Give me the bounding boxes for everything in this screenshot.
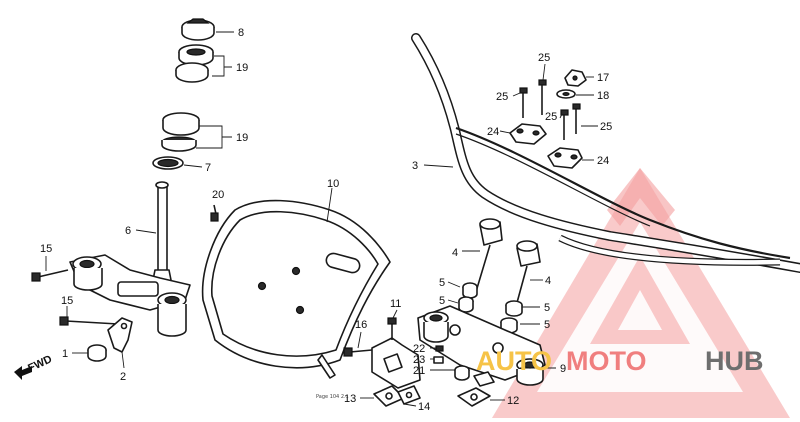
label-4-left: 4 bbox=[452, 247, 458, 259]
label-20: 20 bbox=[212, 189, 224, 201]
label-15-upper: 15 bbox=[40, 243, 52, 255]
label-5-c: 5 bbox=[544, 302, 550, 314]
fwd-arrow-icon bbox=[14, 366, 32, 380]
part-4-riser-left bbox=[474, 218, 503, 296]
label-12: 12 bbox=[507, 395, 519, 407]
label-6: 6 bbox=[125, 225, 131, 237]
label-17: 17 bbox=[597, 72, 609, 84]
label-10: 10 bbox=[327, 178, 339, 190]
footnote: Page 104 2... bbox=[316, 394, 349, 400]
label-16: 16 bbox=[355, 319, 367, 331]
label-24-a: 24 bbox=[487, 126, 499, 138]
part-4-riser-right bbox=[514, 240, 541, 311]
label-25-c: 25 bbox=[545, 111, 557, 123]
label-8: 8 bbox=[238, 27, 244, 39]
label-23: 23 bbox=[413, 354, 425, 366]
label-19-lower: 19 bbox=[236, 132, 248, 144]
label-7: 7 bbox=[205, 162, 211, 174]
part-19-upper-bearing bbox=[175, 44, 214, 83]
callout-labels: 8 19 19 7 20 6 15 15 1 2 10 3 4 4 5 5 5 … bbox=[40, 27, 612, 413]
part-16-bolt bbox=[343, 347, 373, 357]
part-6-steering-stem bbox=[150, 181, 174, 291]
part-24-upper-holder-b bbox=[547, 147, 583, 169]
part-12-plate bbox=[457, 371, 495, 407]
label-5-d: 5 bbox=[544, 319, 550, 331]
part-25-bolt-b bbox=[538, 79, 547, 115]
upper-triple-clamp bbox=[417, 305, 546, 386]
label-3: 3 bbox=[412, 160, 418, 172]
label-13: 13 bbox=[344, 393, 356, 405]
label-15-lower: 15 bbox=[61, 295, 73, 307]
svg-text:MOTO: MOTO bbox=[566, 346, 647, 376]
part-25-bolt-c bbox=[560, 109, 569, 140]
label-24-b: 24 bbox=[597, 155, 609, 167]
part-18-washer bbox=[556, 89, 576, 99]
label-11: 11 bbox=[390, 298, 401, 310]
label-25-d: 25 bbox=[600, 121, 612, 133]
part-22-washer bbox=[435, 345, 444, 352]
part-10-number-plate bbox=[201, 199, 391, 379]
label-25-a: 25 bbox=[538, 52, 550, 64]
part-11-bracket bbox=[371, 317, 421, 389]
label-4-right: 4 bbox=[545, 275, 551, 287]
label-9: 9 bbox=[560, 363, 566, 375]
part-8-stem-nut bbox=[181, 18, 215, 41]
label-14: 14 bbox=[418, 401, 430, 413]
part-20-bolt bbox=[210, 204, 219, 222]
part-17-cap bbox=[564, 69, 587, 87]
part-14-plate bbox=[397, 385, 421, 405]
lower-triple-clamp bbox=[69, 254, 191, 337]
part-25-bolt-d bbox=[572, 103, 581, 134]
label-19-upper: 19 bbox=[236, 62, 248, 74]
label-18: 18 bbox=[597, 90, 609, 102]
part-19-lower-bearing bbox=[161, 112, 200, 152]
label-21: 21 bbox=[413, 365, 425, 377]
part-24-upper-holder-a bbox=[509, 123, 547, 145]
svg-text:HUB: HUB bbox=[705, 346, 764, 376]
part-23-collar bbox=[433, 356, 444, 364]
label-1: 1 bbox=[62, 348, 68, 360]
part-21-nut bbox=[454, 365, 470, 381]
label-5-b: 5 bbox=[439, 295, 445, 307]
part-25-bolt-a bbox=[519, 87, 528, 118]
svg-text:AUTO: AUTO bbox=[476, 346, 552, 376]
label-25-b: 25 bbox=[496, 91, 508, 103]
part-1-nut bbox=[87, 344, 107, 362]
part-15-bolt-lower bbox=[59, 316, 119, 326]
label-22: 22 bbox=[413, 343, 425, 355]
part-3-handlebar bbox=[411, 33, 800, 273]
fwd-label: FWD bbox=[26, 353, 54, 374]
watermark-text: AUTO MOTO HUB bbox=[476, 346, 764, 376]
part-2-bracket bbox=[107, 317, 133, 353]
part-7-dust-seal bbox=[152, 156, 184, 170]
watermark-logo bbox=[492, 168, 790, 418]
part-15-bolt-upper bbox=[31, 269, 69, 282]
label-5-a: 5 bbox=[439, 277, 445, 289]
label-2: 2 bbox=[120, 371, 126, 383]
